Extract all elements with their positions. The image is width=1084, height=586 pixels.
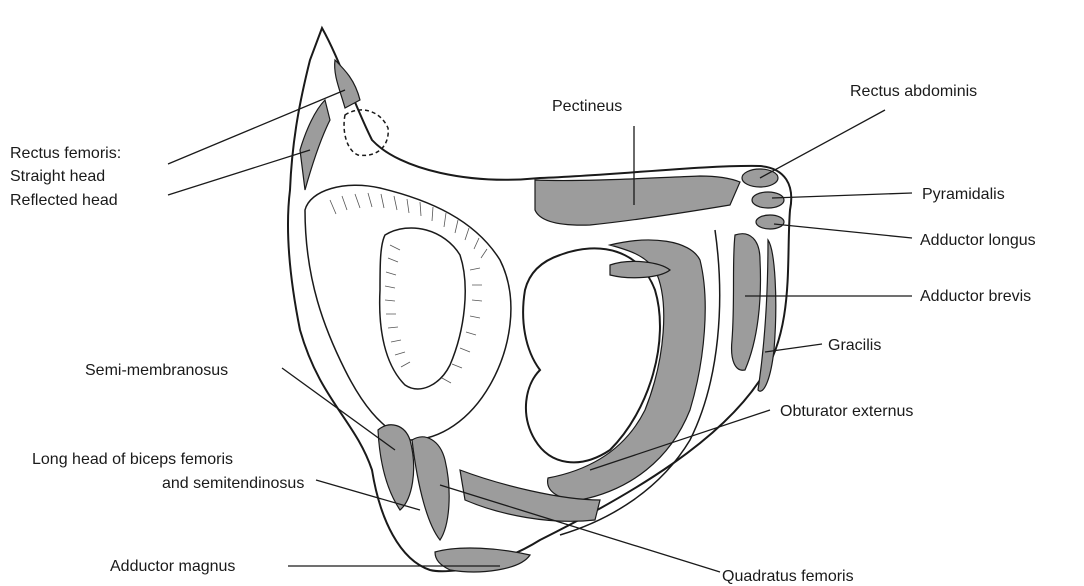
label-adductor-magnus: Adductor magnus — [110, 558, 235, 575]
rectus-abdominis-leader — [760, 110, 885, 178]
label-pyramidalis: Pyramidalis — [922, 186, 1005, 203]
reflected-head-leader — [168, 150, 310, 195]
label-long-head-biceps-2: and semitendinosus — [162, 475, 304, 492]
label-straight-head: Straight head — [10, 168, 105, 185]
pyramidalis-leader — [772, 193, 912, 198]
label-rectus-abdominis: Rectus abdominis — [850, 83, 977, 100]
adductor-magnus-attachment — [435, 548, 530, 572]
label-gracilis: Gracilis — [828, 337, 881, 354]
label-obturator-externus: Obturator externus — [780, 403, 913, 420]
pyramidalis-attachment — [752, 192, 784, 208]
label-quadratus-femoris: Quadratus femoris — [722, 568, 854, 585]
label-rectus-femoris: Rectus femoris: — [10, 145, 121, 162]
label-long-head-biceps-1: Long head of biceps femoris — [32, 451, 233, 468]
label-pectineus: Pectineus — [552, 98, 622, 115]
adductor-longus-attachment — [756, 215, 784, 229]
adductor-longus-leader — [774, 224, 912, 238]
label-reflected-head: Reflected head — [10, 192, 118, 209]
label-semimembranosus: Semi-membranosus — [85, 362, 228, 379]
label-adductor-longus: Adductor longus — [920, 232, 1036, 249]
label-adductor-brevis: Adductor brevis — [920, 288, 1031, 305]
